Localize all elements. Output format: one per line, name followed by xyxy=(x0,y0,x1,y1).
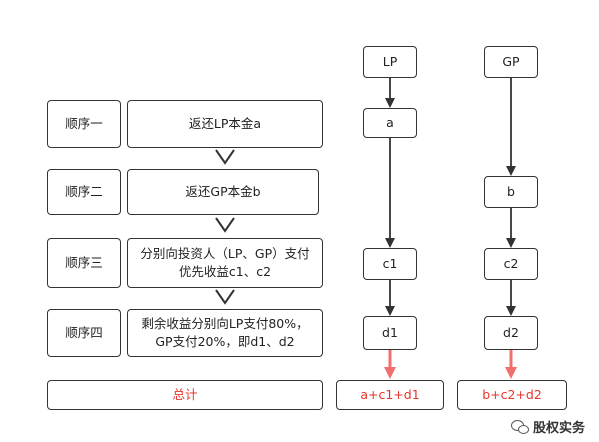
total-label-text: 总计 xyxy=(172,387,198,402)
gp-total: b+c2+d2 xyxy=(457,380,567,410)
chevron-arrow-1 xyxy=(215,149,235,165)
lp-node-d1-text: d1 xyxy=(382,325,398,340)
step-content-3-line-1: 分别向投资人（LP、GP）支付 xyxy=(140,246,310,261)
step-content-3-line-2: 优先收益c1、c2 xyxy=(178,264,272,279)
step-content-2: 返还GP本金b xyxy=(127,169,319,215)
step-label-4-text: 顺序四 xyxy=(65,325,103,340)
step-content-4-line-1: 剩余收益分别向LP支付80%， xyxy=(141,316,309,331)
lp-node-a: a xyxy=(363,108,417,138)
gp-node-b-text: b xyxy=(507,184,515,199)
gp-node-c2-text: c2 xyxy=(503,256,519,271)
step-content-4-text: 剩余收益分别向LP支付80%， GP支付20%，即d1、d2 xyxy=(135,315,314,351)
step-label-1: 顺序一 xyxy=(47,100,121,148)
step-content-4-line-2: GP支付20%，即d1、d2 xyxy=(155,334,295,349)
step-content-3-text: 分别向投资人（LP、GP）支付 优先收益c1、c2 xyxy=(134,245,315,281)
gp-node-c2: c2 xyxy=(484,248,538,280)
step-label-2: 顺序二 xyxy=(47,169,121,215)
chevron-arrow-2 xyxy=(215,217,235,233)
gp-head: GP xyxy=(484,46,538,78)
lp-total: a+c1+d1 xyxy=(336,380,444,410)
lp-head-text: LP xyxy=(382,54,398,69)
lp-node-d1: d1 xyxy=(363,316,417,350)
lp-total-text: a+c1+d1 xyxy=(360,387,420,402)
watermark-text: 股权实务 xyxy=(532,421,585,436)
lp-node-c1: c1 xyxy=(363,248,417,280)
step-content-2-text: 返还GP本金b xyxy=(185,184,261,199)
step-content-3: 分别向投资人（LP、GP）支付 优先收益c1、c2 xyxy=(127,238,323,288)
step-label-4: 顺序四 xyxy=(47,309,121,357)
gp-node-d2-text: d2 xyxy=(503,325,519,340)
step-content-1: 返还LP本金a xyxy=(127,100,323,148)
step-label-2-text: 顺序二 xyxy=(65,184,103,199)
step-label-3: 顺序三 xyxy=(47,238,121,288)
step-label-1-text: 顺序一 xyxy=(65,116,103,131)
wechat-icon xyxy=(510,419,529,434)
gp-total-text: b+c2+d2 xyxy=(482,387,542,402)
gp-node-b: b xyxy=(484,176,538,208)
step-content-1-text: 返还LP本金a xyxy=(188,116,262,131)
chevron-arrow-3 xyxy=(215,289,235,305)
watermark: 股权实务 xyxy=(510,417,585,436)
lp-node-a-text: a xyxy=(386,115,394,130)
step-label-3-text: 顺序三 xyxy=(65,255,103,270)
total-label: 总计 xyxy=(47,380,323,410)
lp-head: LP xyxy=(363,46,417,78)
lp-node-c1-text: c1 xyxy=(382,256,398,271)
gp-head-text: GP xyxy=(502,54,520,69)
step-content-4: 剩余收益分别向LP支付80%， GP支付20%，即d1、d2 xyxy=(127,309,323,357)
gp-node-d2: d2 xyxy=(484,316,538,350)
